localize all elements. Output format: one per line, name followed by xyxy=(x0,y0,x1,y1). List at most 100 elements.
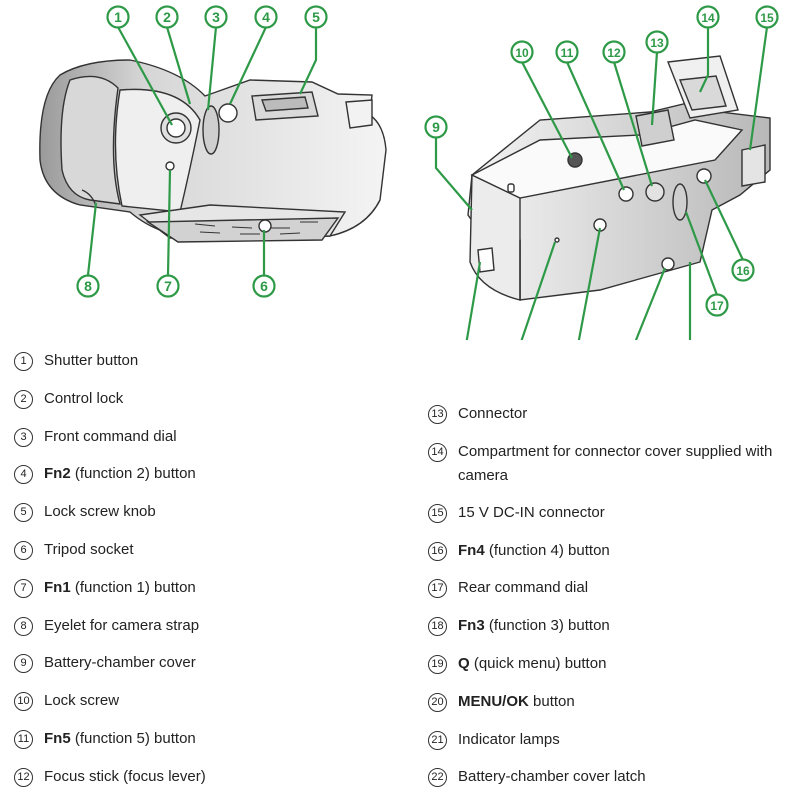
callout-number: 7 xyxy=(164,278,172,294)
part-label: Eyelet for camera strap xyxy=(44,616,200,634)
callouts: 12345678910111213141516171819202122 xyxy=(76,5,779,317)
callout-number: 10 xyxy=(515,46,529,60)
callout-number: 11 xyxy=(561,46,574,60)
part-item-2: 2 Control lock xyxy=(14,387,394,425)
callout-circle xyxy=(204,5,228,29)
part-label: Fn4 (function 4) button xyxy=(458,541,610,559)
callout-number: 1 xyxy=(114,9,122,25)
part-label: Q (quick menu) button xyxy=(458,654,607,672)
callout-6: 6 xyxy=(252,274,276,298)
callout-1: 1 xyxy=(106,5,130,29)
callout-circle xyxy=(602,40,626,64)
part-label: Indicator lamps xyxy=(458,730,560,748)
callout-number: 3 xyxy=(212,9,220,25)
part-label: Shutter button xyxy=(44,352,139,369)
part-label: Lock screw xyxy=(44,692,120,710)
callout-circle xyxy=(254,5,278,29)
grip-front-view xyxy=(39,59,387,243)
part-item-12: 12 Focus stick (focus lever) xyxy=(14,765,394,803)
part-item-3: 3 Front command dial xyxy=(14,425,394,463)
part-label: Battery-chamber cover xyxy=(44,654,196,672)
part-item-5: 5 Lock screw knob xyxy=(14,500,394,538)
part-item-4: 4 Fn2 (function 2) button xyxy=(14,462,394,500)
callout-circle xyxy=(304,5,328,29)
part-number: 6 xyxy=(14,540,33,560)
callout-circle xyxy=(424,115,448,139)
callout-14: 14 xyxy=(696,5,720,29)
part-item-14: 14 Compartment for connector cover suppli… xyxy=(428,440,788,501)
part-label: Front command dial xyxy=(44,427,177,445)
part-item-11: 11 Fn5 (function 5) button xyxy=(14,727,394,765)
callout-11: 11 xyxy=(555,40,579,64)
callout-circle xyxy=(156,274,180,298)
callout-circle xyxy=(755,5,779,29)
callout-10: 10 xyxy=(510,40,534,64)
part-number: 18 xyxy=(428,617,447,637)
part-label: Focus stick (focus lever) xyxy=(44,767,206,785)
callout-circle xyxy=(155,5,179,29)
part-label: Tripod socket xyxy=(44,540,134,558)
part-number: 4 xyxy=(14,465,33,485)
part-item-22: 22 Battery-chamber cover latch xyxy=(428,765,788,803)
part-number: 3 xyxy=(14,427,33,447)
callout-number: 4 xyxy=(262,9,270,25)
callout-circle xyxy=(645,30,669,54)
part-number: 9 xyxy=(14,654,33,674)
grip-diagram: 12345678910111213141516171819202122 xyxy=(39,5,779,340)
callout-8: 8 xyxy=(76,274,100,298)
part-item-18: 18 Fn3 (function 3) button xyxy=(428,614,788,652)
part-label: Fn3 (function 3) button xyxy=(458,617,610,635)
callout-circle xyxy=(106,5,130,29)
callout-number: 2 xyxy=(163,9,171,25)
callout-circle xyxy=(731,258,755,282)
callout-9: 9 xyxy=(424,115,448,139)
callout-circle xyxy=(510,40,534,64)
part-label: Battery-chamber cover latch xyxy=(458,768,646,786)
callout-number: 17 xyxy=(710,299,724,313)
callout-number: 16 xyxy=(736,264,750,278)
callout-4: 4 xyxy=(254,5,278,29)
part-label: MENU/OK button xyxy=(458,692,575,710)
callout-number: 15 xyxy=(760,11,774,25)
part-label: Fn1 (function 1) button xyxy=(44,578,196,596)
callout-5: 5 xyxy=(304,5,328,29)
part-label: Rear command dial xyxy=(458,579,589,597)
callout-number: 6 xyxy=(260,278,268,294)
part-label: Connector xyxy=(458,405,528,422)
part-number: 8 xyxy=(14,616,33,636)
part-item-21: 21 Indicator lamps xyxy=(428,728,788,766)
part-item-10: 10 Lock screw xyxy=(14,689,394,727)
part-number: 11 xyxy=(14,729,33,749)
part-item-16: 16 Fn4 (function 4) button xyxy=(428,539,788,577)
part-number: 16 xyxy=(428,541,447,561)
part-number: 22 xyxy=(428,768,447,788)
callout-3: 3 xyxy=(204,5,228,29)
part-label: Fn2 (function 2) button xyxy=(44,465,196,483)
part-item-19: 19 Q (quick menu) button xyxy=(428,652,788,690)
callout-number: 14 xyxy=(701,11,715,25)
part-label: 15 V DC-IN connector xyxy=(458,503,605,521)
part-number: 5 xyxy=(14,503,33,523)
part-number: 10 xyxy=(14,692,33,712)
part-label: Control lock xyxy=(44,389,124,407)
callout-circle xyxy=(696,5,720,29)
part-label: Lock screw knob xyxy=(44,503,156,521)
part-number: 21 xyxy=(428,730,447,750)
callout-13: 13 xyxy=(645,30,669,54)
part-number: 19 xyxy=(428,654,447,674)
callout-15: 15 xyxy=(755,5,779,29)
part-label: Fn5 (function 5) button xyxy=(44,729,196,747)
grip-back-view xyxy=(467,55,771,301)
callout-number: 12 xyxy=(607,46,621,60)
part-number: 14 xyxy=(428,442,447,462)
part-label: Compartment for connector cover supplied… xyxy=(458,442,773,484)
part-item-6: 6 Tripod socket xyxy=(14,538,394,576)
part-number: 2 xyxy=(14,389,33,409)
part-number: 12 xyxy=(14,767,33,787)
callout-circle xyxy=(76,274,100,298)
